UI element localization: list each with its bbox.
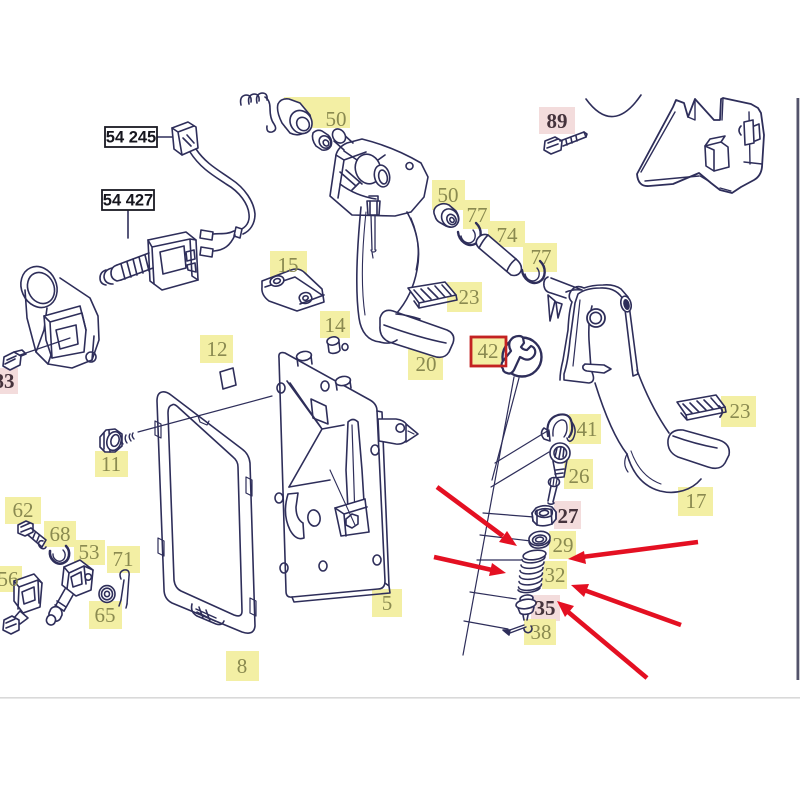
svg-text:35: 35 [535, 596, 556, 620]
svg-text:15: 15 [278, 253, 299, 277]
svg-text:42: 42 [478, 339, 499, 363]
svg-text:12: 12 [207, 337, 228, 361]
svg-text:74: 74 [497, 223, 519, 247]
svg-text:20: 20 [416, 352, 437, 376]
svg-text:89: 89 [547, 109, 568, 133]
svg-text:17: 17 [686, 489, 707, 513]
svg-text:32: 32 [545, 563, 566, 587]
svg-text:56: 56 [0, 567, 19, 591]
svg-text:38: 38 [531, 620, 552, 644]
svg-text:14: 14 [325, 313, 347, 337]
svg-text:77: 77 [467, 203, 488, 227]
svg-text:77: 77 [531, 245, 552, 269]
svg-text:68: 68 [50, 522, 71, 546]
svg-text:27: 27 [558, 504, 579, 528]
svg-text:23: 23 [459, 285, 480, 309]
svg-text:83: 83 [0, 369, 15, 393]
svg-text:54 245: 54 245 [106, 129, 156, 147]
svg-text:5: 5 [382, 591, 393, 615]
svg-text:54 427: 54 427 [103, 192, 153, 210]
svg-text:53: 53 [79, 540, 100, 564]
svg-text:50: 50 [438, 183, 459, 207]
svg-text:11: 11 [101, 452, 121, 476]
svg-text:41: 41 [577, 417, 598, 441]
svg-text:71: 71 [113, 547, 134, 571]
svg-text:26: 26 [569, 464, 590, 488]
svg-text:23: 23 [730, 399, 751, 423]
svg-text:65: 65 [95, 603, 116, 627]
svg-text:50: 50 [326, 107, 347, 131]
svg-text:8: 8 [237, 654, 248, 678]
svg-text:29: 29 [553, 533, 574, 557]
svg-text:62: 62 [13, 498, 34, 522]
